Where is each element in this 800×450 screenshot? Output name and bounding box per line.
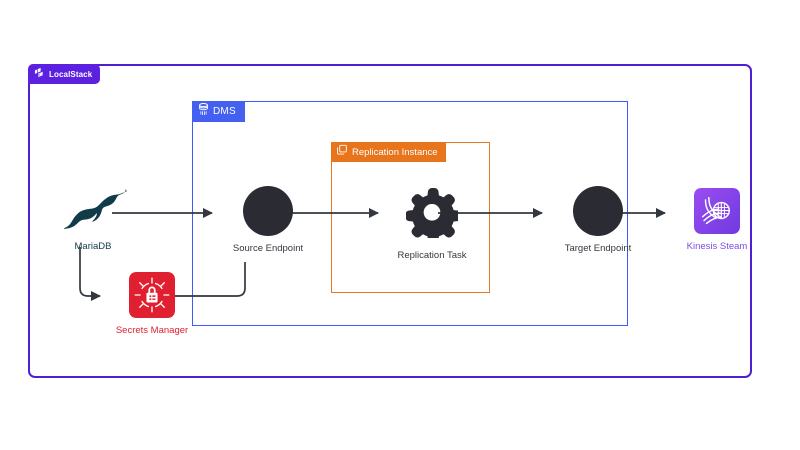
localstack-logo-icon [34,65,45,83]
node-kinesis-stream[interactable]: Kinesis Steam [671,188,763,252]
node-kinesis-stream-label: Kinesis Steam [686,241,748,252]
replication-instance-badge[interactable]: Replication Instance [331,142,446,162]
kinesis-data-streams-icon [694,188,740,234]
localstack-container [28,64,752,378]
node-secrets-manager[interactable]: Secrets Manager [106,272,198,336]
node-secrets-manager-label: Secrets Manager [115,325,189,336]
replication-instance-badge-label: Replication Instance [352,146,438,158]
node-replication-task-label: Replication Task [397,250,467,261]
filled-circle-icon [243,186,293,236]
database-icon [198,102,209,121]
node-source-endpoint-label: Source Endpoint [232,243,304,254]
localstack-badge[interactable]: LocalStack [28,64,101,84]
node-replication-task[interactable]: Replication Task [382,186,482,261]
filled-circle-icon [573,186,623,236]
dms-badge-label: DMS [213,106,236,117]
node-target-endpoint[interactable]: Target Endpoint [548,186,648,254]
copy-layers-icon [336,143,348,161]
node-target-endpoint-label: Target Endpoint [564,243,632,254]
localstack-badge-label: LocalStack [49,69,93,79]
mariadb-seal-icon [55,187,131,234]
gear-icon [405,186,462,244]
secrets-manager-lock-icon [129,272,175,318]
node-mariadb-label: MariaDB [74,241,112,252]
dms-badge[interactable]: DMS [192,101,245,122]
node-mariadb[interactable]: MariaDB [50,187,136,252]
node-source-endpoint[interactable]: Source Endpoint [218,186,318,254]
